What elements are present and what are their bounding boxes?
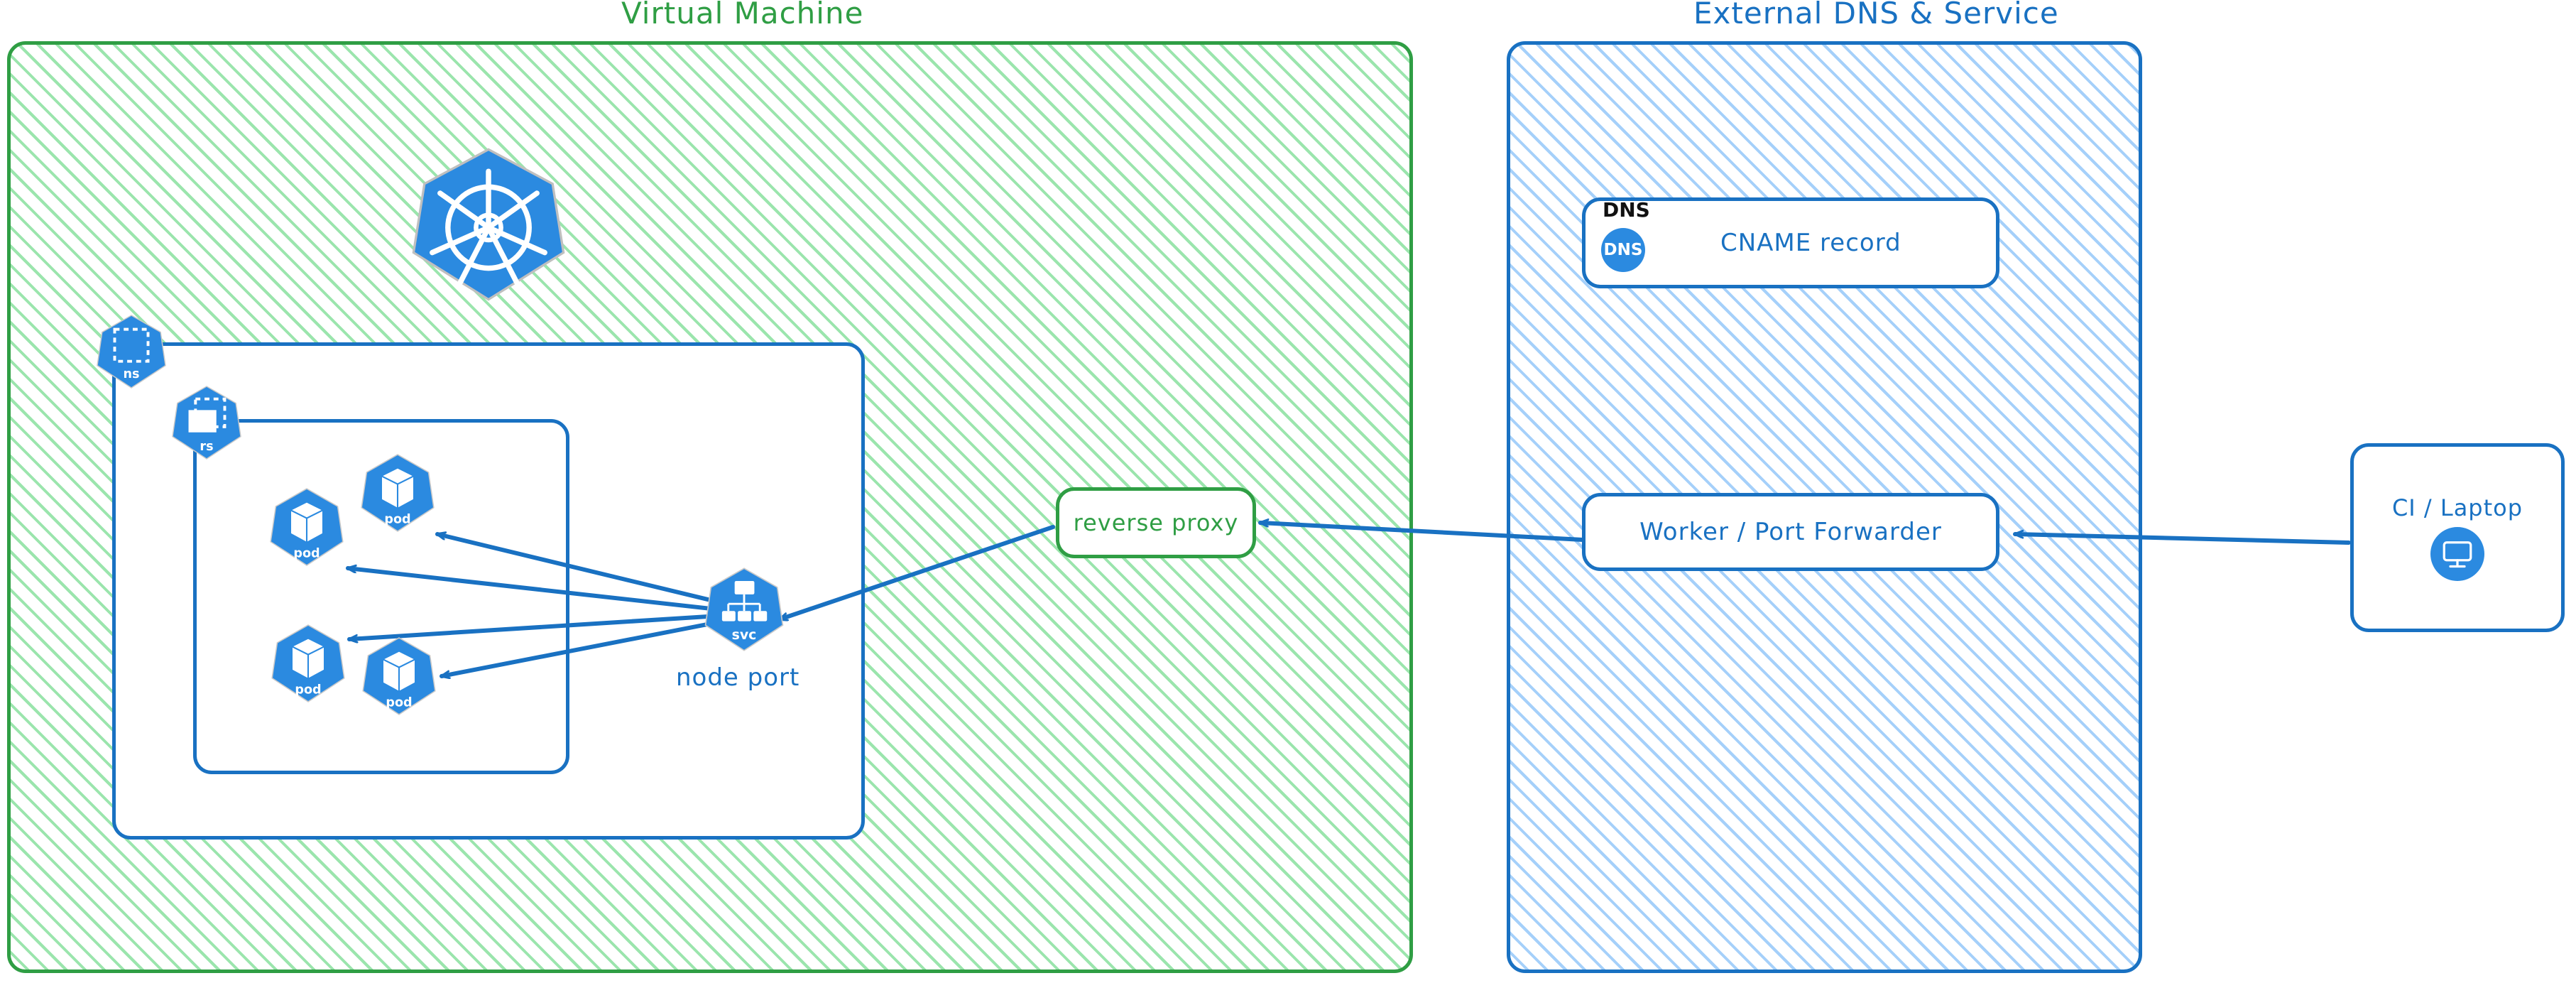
ext-group-title: External DNS & Service (1693, 0, 2059, 31)
replicaset-icon[interactable]: rs (172, 385, 241, 460)
dns-card[interactable]: DNS DNS CNAME record (1582, 197, 1999, 288)
svg-text:svc: svc (732, 627, 757, 643)
namespace-icon[interactable]: ns (97, 314, 166, 389)
worker-port-forwarder-label: Worker / Port Forwarder (1639, 518, 1942, 546)
dns-card-corner-label: DNS (1603, 198, 1650, 222)
worker-port-forwarder-card[interactable]: Worker / Port Forwarder (1582, 493, 1999, 571)
pod-icon-2[interactable]: pod (361, 453, 435, 533)
pod-icon-1[interactable]: pod (270, 487, 344, 567)
reverse-proxy-box[interactable]: reverse proxy (1056, 487, 1256, 558)
pod-icon-4[interactable]: pod (362, 636, 436, 716)
svg-text:pod: pod (293, 547, 320, 561)
reverse-proxy-label: reverse proxy (1073, 509, 1239, 536)
ci-laptop-label: CI / Laptop (2391, 494, 2523, 521)
svg-text:pod: pod (384, 513, 410, 527)
kubernetes-wheel-icon (410, 146, 567, 303)
pod-icon-3[interactable]: pod (271, 624, 345, 703)
svg-text:rs: rs (200, 440, 213, 454)
dns-badge-icon: DNS (1601, 228, 1645, 272)
monitor-icon (2430, 527, 2484, 581)
svg-text:ns: ns (123, 367, 139, 381)
svg-text:pod: pod (386, 696, 412, 710)
cname-record-label: CNAME record (1720, 229, 1901, 257)
vm-group-title: Virtual Machine (621, 0, 864, 31)
ci-laptop-box[interactable]: CI / Laptop (2350, 443, 2565, 632)
svg-text:pod: pod (295, 683, 321, 697)
service-icon[interactable]: svc (704, 567, 784, 652)
node-port-caption: node port (676, 663, 800, 692)
